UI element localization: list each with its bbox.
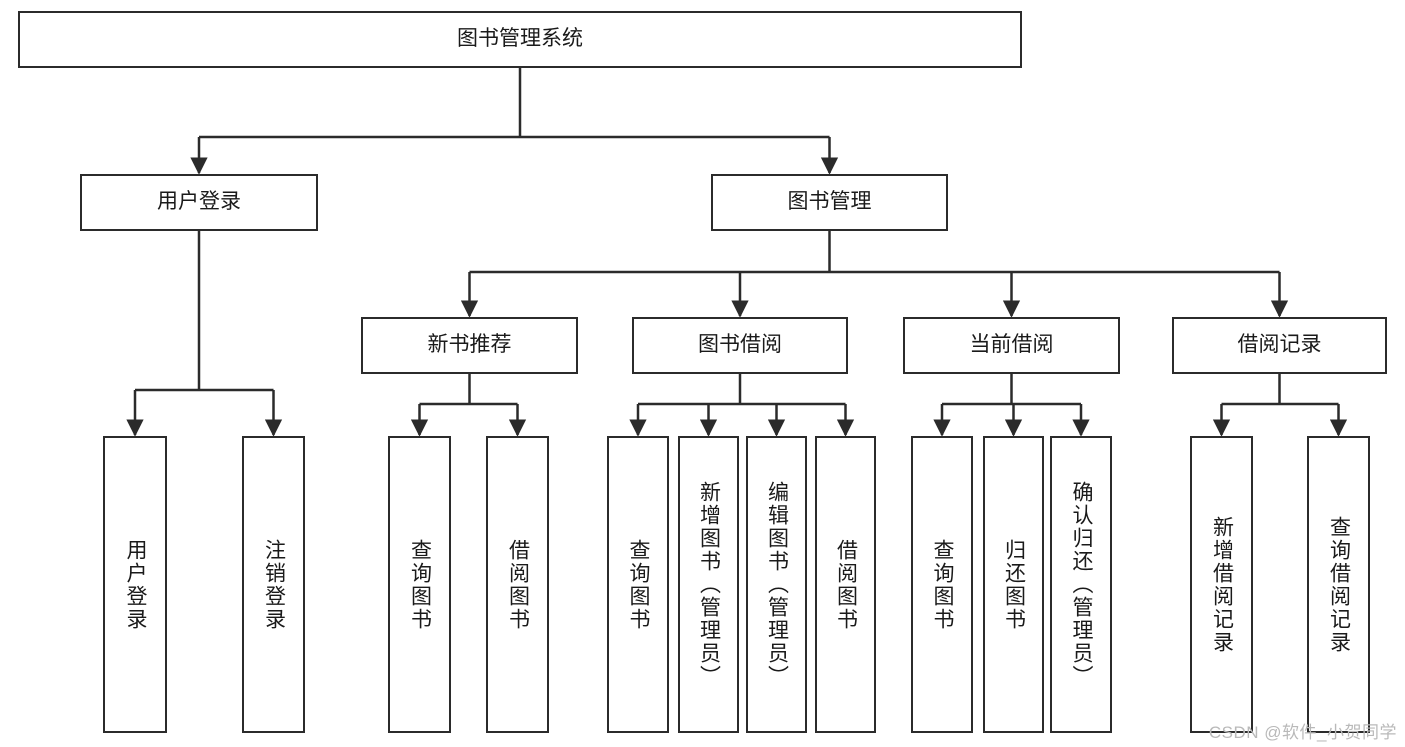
node-leaf-add-borrow-record[interactable]: 新增借阅记录	[1190, 436, 1253, 733]
node-leaf-borrow-book-1-label: 借阅图书	[506, 538, 530, 631]
node-new-book-recommend-label: 新书推荐	[427, 333, 512, 357]
node-leaf-user-logout[interactable]: 注销登录	[242, 436, 305, 733]
node-book-manage-label: 图书管理	[787, 190, 872, 214]
node-leaf-confirm-return[interactable]: 确认归还（管理员）	[1050, 436, 1112, 733]
node-borrow-record[interactable]: 借阅记录	[1172, 317, 1387, 374]
node-user-login-label: 用户登录	[157, 190, 241, 214]
node-leaf-add-book-admin[interactable]: 新增图书（管理员）	[678, 436, 739, 733]
node-leaf-query-book-2-label: 查询图书	[627, 538, 651, 631]
node-borrow-record-label: 借阅记录	[1237, 333, 1322, 357]
node-leaf-add-borrow-record-label: 新增借阅记录	[1210, 515, 1234, 654]
node-leaf-query-book-1[interactable]: 查询图书	[388, 436, 451, 733]
node-root-label: 图书管理系统	[457, 27, 583, 51]
node-book-manage[interactable]: 图书管理	[711, 174, 948, 231]
node-leaf-edit-book-admin-label: 编辑图书（管理员）	[765, 481, 789, 688]
node-root[interactable]: 图书管理系统	[18, 11, 1022, 68]
watermark: CSDN @软件_小贺同学	[1208, 723, 1397, 742]
node-leaf-return-book[interactable]: 归还图书	[983, 436, 1044, 733]
node-book-borrow[interactable]: 图书借阅	[632, 317, 848, 374]
node-leaf-borrow-book-2[interactable]: 借阅图书	[815, 436, 876, 733]
node-leaf-return-book-label: 归还图书	[1002, 538, 1026, 631]
node-user-login[interactable]: 用户登录	[80, 174, 318, 231]
node-leaf-query-borrow-record-label: 查询借阅记录	[1327, 515, 1351, 654]
node-book-borrow-label: 图书借阅	[698, 333, 782, 357]
node-leaf-query-book-1-label: 查询图书	[408, 538, 432, 631]
node-leaf-confirm-return-label: 确认归还（管理员）	[1070, 481, 1094, 688]
node-leaf-query-book-2[interactable]: 查询图书	[607, 436, 669, 733]
node-current-borrow[interactable]: 当前借阅	[903, 317, 1120, 374]
node-leaf-user-login[interactable]: 用户登录	[103, 436, 167, 733]
node-leaf-add-book-admin-label: 新增图书（管理员）	[697, 481, 721, 688]
node-leaf-user-logout-label: 注销登录	[262, 538, 286, 631]
node-leaf-borrow-book-1[interactable]: 借阅图书	[486, 436, 549, 733]
node-current-borrow-label: 当前借阅	[969, 333, 1054, 357]
node-leaf-borrow-book-2-label: 借阅图书	[834, 538, 858, 631]
node-leaf-user-login-label: 用户登录	[124, 538, 148, 631]
node-new-book-recommend[interactable]: 新书推荐	[361, 317, 578, 374]
node-leaf-query-book-3-label: 查询图书	[931, 538, 955, 631]
node-leaf-query-book-3[interactable]: 查询图书	[911, 436, 973, 733]
node-leaf-edit-book-admin[interactable]: 编辑图书（管理员）	[746, 436, 807, 733]
node-leaf-query-borrow-record[interactable]: 查询借阅记录	[1307, 436, 1370, 733]
